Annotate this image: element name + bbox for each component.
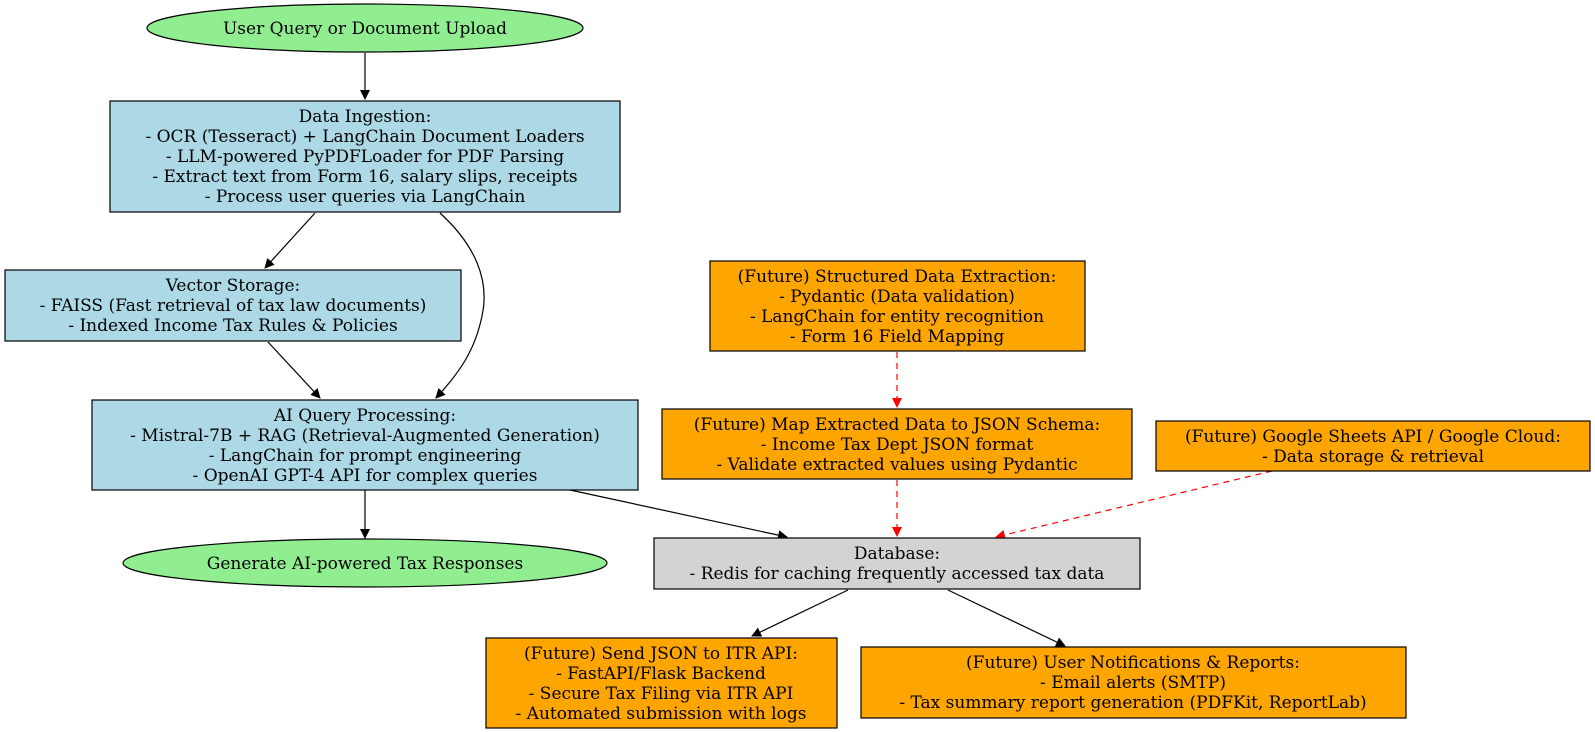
database-line-0: Database: bbox=[854, 544, 940, 564]
google-line-0: (Future) Google Sheets API / Google Clou… bbox=[1185, 427, 1561, 447]
map-json-label: (Future) Map Extracted Data to JSON Sche… bbox=[694, 415, 1100, 475]
user-query-line-0: User Query or Document Upload bbox=[223, 19, 507, 39]
itr-api-line-0: (Future) Send JSON to ITR API: bbox=[524, 644, 798, 664]
notifications-line-0: (Future) User Notifications & Reports: bbox=[966, 653, 1300, 673]
structured-line-3: - Form 16 Field Mapping bbox=[790, 327, 1005, 347]
structured-label: (Future) Structured Data Extraction:- Py… bbox=[738, 267, 1057, 347]
itr-api-label: (Future) Send JSON to ITR API:- FastAPI/… bbox=[516, 644, 807, 724]
map-json-line-0: (Future) Map Extracted Data to JSON Sche… bbox=[694, 415, 1100, 435]
itr-api-line-2: - Secure Tax Filing via ITR API bbox=[529, 684, 794, 704]
database-line-1: - Redis for caching frequently accessed … bbox=[690, 564, 1105, 584]
node-itr-api: (Future) Send JSON to ITR API:- FastAPI/… bbox=[485, 637, 838, 729]
ai-query-line-2: - LangChain for prompt engineering bbox=[209, 446, 522, 466]
node-map-json: (Future) Map Extracted Data to JSON Sche… bbox=[661, 408, 1133, 480]
itr-api-line-3: - Automated submission with logs bbox=[516, 704, 807, 724]
node-structured-extraction: (Future) Structured Data Extraction:- Py… bbox=[709, 260, 1086, 352]
vector-storage-line-2: - Indexed Income Tax Rules & Policies bbox=[68, 316, 397, 336]
map-json-box bbox=[661, 408, 1133, 480]
edge-ai-to-database bbox=[569, 489, 788, 540]
vector-storage-box bbox=[4, 269, 462, 342]
node-vector-storage: Vector Storage:- FAISS (Fast retrieval o… bbox=[4, 269, 462, 342]
google-label: (Future) Google Sheets API / Google Clou… bbox=[1185, 427, 1561, 467]
data-ingestion-line-1: - OCR (Tesseract) + LangChain Document L… bbox=[145, 127, 584, 147]
node-notifications: (Future) User Notifications & Reports:- … bbox=[860, 646, 1407, 719]
edge-database-to-itr bbox=[751, 589, 849, 637]
structured-line-0: (Future) Structured Data Extraction: bbox=[738, 267, 1057, 287]
google-line-1: - Data storage & retrieval bbox=[1262, 447, 1484, 467]
map-json-line-2: - Validate extracted values using Pydant… bbox=[716, 455, 1077, 475]
ai-query-label: AI Query Processing:- Mistral-7B + RAG (… bbox=[130, 406, 600, 486]
generate-line-0: Generate AI-powered Tax Responses bbox=[207, 554, 523, 574]
node-user-query: User Query or Document Upload bbox=[146, 3, 584, 53]
user-query-label: User Query or Document Upload bbox=[223, 19, 507, 39]
user-query-shape bbox=[146, 3, 584, 53]
edges bbox=[264, 53, 1273, 647]
vector-storage-line-0: Vector Storage: bbox=[165, 276, 301, 296]
node-google-cloud: (Future) Google Sheets API / Google Clou… bbox=[1155, 420, 1591, 472]
generate-shape bbox=[122, 538, 608, 588]
data-ingestion-line-2: - LLM-powered PyPDFLoader for PDF Parsin… bbox=[166, 147, 564, 167]
ai-query-box bbox=[91, 399, 639, 491]
data-ingestion-box bbox=[109, 100, 621, 213]
structured-line-1: - Pydantic (Data validation) bbox=[779, 287, 1015, 307]
node-generate-responses: Generate AI-powered Tax Responses bbox=[122, 538, 608, 588]
generate-label: Generate AI-powered Tax Responses bbox=[207, 554, 523, 574]
notifications-line-1: - Email alerts (SMTP) bbox=[1040, 673, 1226, 693]
edge-database-to-notifications bbox=[947, 589, 1066, 647]
google-box bbox=[1155, 420, 1591, 472]
itr-api-line-1: - FastAPI/Flask Backend bbox=[556, 664, 766, 684]
ai-query-line-3: - OpenAI GPT-4 API for complex queries bbox=[193, 466, 538, 486]
itr-api-box bbox=[485, 637, 838, 729]
node-ai-query-processing: AI Query Processing:- Mistral-7B + RAG (… bbox=[91, 399, 639, 491]
edge-ingestion-to-ai bbox=[435, 212, 485, 399]
notifications-box bbox=[860, 646, 1407, 719]
edge-vector-to-ai bbox=[267, 341, 321, 399]
data-ingestion-line-0: Data Ingestion: bbox=[299, 107, 432, 127]
data-ingestion-line-3: - Extract text from Form 16, salary slip… bbox=[152, 167, 577, 187]
data-ingestion-label: Data Ingestion:- OCR (Tesseract) + LangC… bbox=[145, 107, 584, 207]
vector-storage-line-1: - FAISS (Fast retrieval of tax law docum… bbox=[40, 296, 427, 316]
ai-query-line-1: - Mistral-7B + RAG (Retrieval-Augmented … bbox=[130, 426, 600, 446]
map-json-line-1: - Income Tax Dept JSON format bbox=[761, 435, 1034, 455]
data-ingestion-line-4: - Process user queries via LangChain bbox=[205, 187, 526, 207]
node-database: Database:- Redis for caching frequently … bbox=[653, 537, 1141, 590]
edge-ingestion-to-vector bbox=[264, 212, 316, 269]
structured-line-2: - LangChain for entity recognition bbox=[750, 307, 1044, 327]
node-data-ingestion: Data Ingestion:- OCR (Tesseract) + LangC… bbox=[109, 100, 621, 213]
notifications-line-2: - Tax summary report generation (PDFKit,… bbox=[899, 693, 1366, 713]
database-box bbox=[653, 537, 1141, 590]
database-label: Database:- Redis for caching frequently … bbox=[690, 544, 1105, 584]
ai-query-line-0: AI Query Processing: bbox=[273, 406, 456, 426]
structured-box bbox=[709, 260, 1086, 352]
vector-storage-label: Vector Storage:- FAISS (Fast retrieval o… bbox=[40, 276, 427, 336]
edge-google-to-database bbox=[995, 470, 1273, 540]
notifications-label: (Future) User Notifications & Reports:- … bbox=[899, 653, 1366, 713]
